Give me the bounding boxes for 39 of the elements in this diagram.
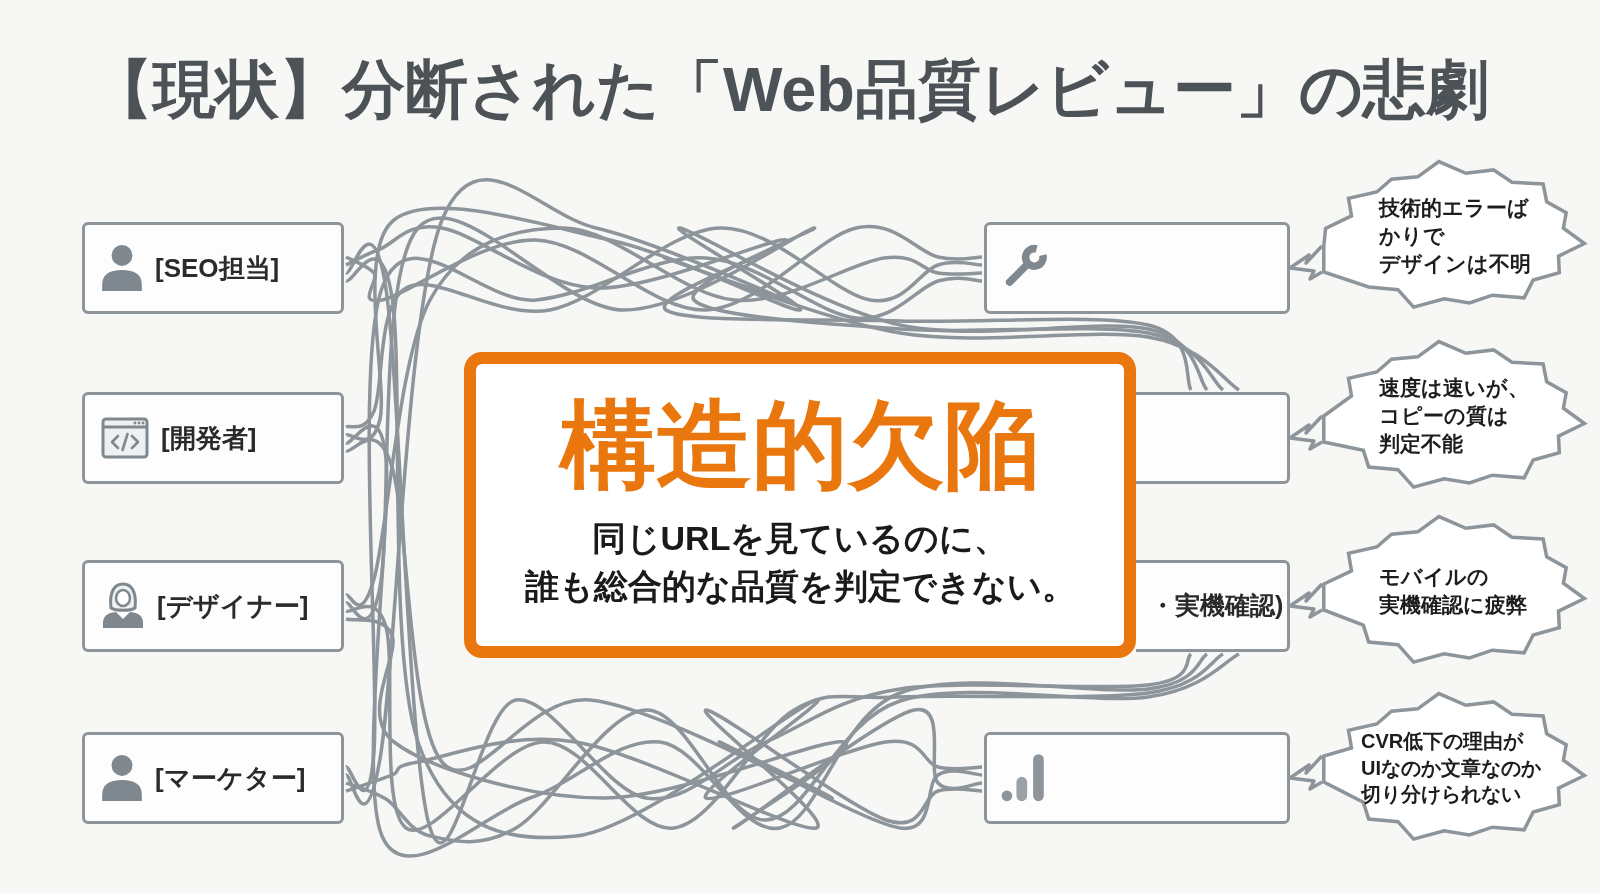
tangled-line [345,225,1193,391]
role-label: [SEO担当] [155,251,280,285]
tangled-line [344,217,1225,617]
tool-box [984,732,1290,824]
tangled-line [344,226,983,607]
title: 【現状】分断された「Web品質レビュー」の悲劇 [90,53,1489,126]
tool-box [984,222,1290,314]
tangled-line [345,224,983,312]
tangled-line [344,179,1241,805]
role-box [82,560,344,652]
body-text: 同じURLを見ているのに、誰も総合的な品質を判定できない。 [523,517,1077,607]
tangled-line [345,206,1209,441]
tool-box [1136,560,1290,652]
role-box [82,222,344,314]
role-label: [マーケター] [155,761,306,795]
highlight-box [464,352,1136,658]
heading-text: 構造的欠陥 [560,392,1040,498]
tangled-line [345,226,983,429]
callout-tail [1288,582,1324,619]
tangled-line [344,244,1193,842]
tangled-line [345,652,1240,844]
tangled-line [345,617,983,830]
tangled-line [345,605,1225,832]
bubble-text: 技術的エラーばかりでデザインは不明 [1379,195,1531,277]
callout-tail [1288,754,1324,791]
tangled-line [345,708,983,830]
callout-tail [1288,414,1324,451]
role-box [82,392,344,484]
callout-tail [1288,244,1324,281]
bubble-text: モバイルの実機確認に疲弊 [1379,564,1528,618]
tool-label: ・実機確認) [1150,590,1284,622]
role-label: [開発者] [161,421,257,455]
bubble-text: 速度は速いが、コピーの質は判定不能 [1379,375,1530,457]
tangled-line [344,424,1209,857]
role-label: [デザイナー] [157,589,309,623]
role-box [82,732,344,824]
bubble-text: CVR低下の理由がUIなのか文章なのか切り分けられない [1361,729,1542,808]
tangled-line [345,438,983,830]
tool-box [1136,392,1290,484]
